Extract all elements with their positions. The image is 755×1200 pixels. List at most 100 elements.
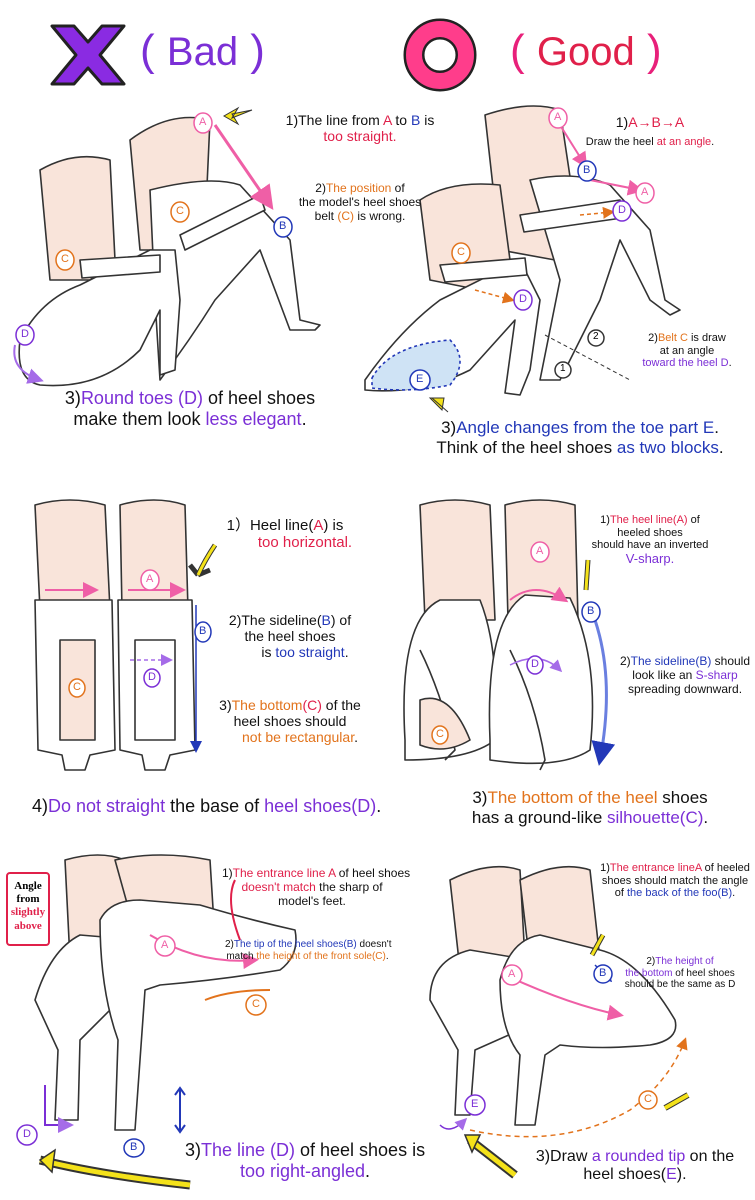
- text: 1): [600, 514, 610, 526]
- text: match: [226, 950, 257, 962]
- text: the height of the front sole(C): [256, 950, 386, 962]
- yellow-arrow-icon: [222, 106, 253, 126]
- text: at an angle: [656, 136, 712, 149]
- text: 2): [648, 332, 658, 344]
- label-a: A: [641, 186, 649, 198]
- label-a: A: [554, 111, 562, 123]
- text: too straight: [275, 644, 345, 661]
- text: a rounded tip: [591, 1148, 686, 1165]
- label-d: D: [148, 671, 156, 683]
- bad-open-paren: (: [140, 26, 155, 75]
- text: silhouette(C): [607, 807, 704, 827]
- text: above: [14, 919, 42, 932]
- text: of the: [321, 697, 361, 713]
- p1-bad-note-1: 1)The line from A to B is too straight.: [250, 112, 470, 144]
- label-a: A: [536, 545, 544, 557]
- text: too straight.: [323, 128, 397, 145]
- label-d: D: [618, 204, 626, 216]
- label-a: A: [508, 968, 516, 980]
- text: 3): [64, 388, 81, 408]
- text: Round toes (D): [80, 388, 203, 408]
- text: 3)Draw: [535, 1148, 592, 1165]
- text: Belt C: [657, 332, 688, 344]
- label-d: D: [519, 293, 527, 305]
- text: at an angle: [659, 344, 715, 357]
- text: Angle changes from the toe part E: [456, 418, 715, 437]
- circle-icon: [403, 18, 477, 92]
- p1-bad-arrow-d: [13, 344, 44, 384]
- text: (C): [302, 697, 322, 713]
- text: 1）Heel line(: [226, 517, 314, 534]
- text: .: [718, 437, 724, 457]
- text: The sideline(B): [630, 654, 712, 668]
- p2-good-note-2: 2)The sideline(B) should look like an S-…: [615, 654, 755, 696]
- p1-good-block-line: [544, 334, 631, 381]
- p1-good-belt-arrow: [579, 206, 615, 219]
- p3-bad-arrow-d: [44, 1085, 74, 1133]
- text: ).: [676, 1166, 687, 1184]
- text: toward the heel D: [642, 357, 729, 370]
- good-title: Good: [536, 30, 635, 74]
- label-e: E: [471, 1098, 479, 1110]
- label-d: D: [21, 328, 29, 340]
- text: Think of the heel shoes: [436, 437, 617, 457]
- label-b: B: [199, 625, 207, 637]
- text: the bottom: [625, 967, 673, 979]
- label-c: C: [73, 681, 81, 693]
- text: .: [703, 807, 709, 827]
- text: ) is: [323, 517, 344, 534]
- label-c: C: [61, 253, 69, 265]
- label-c: C: [644, 1093, 652, 1105]
- text: heel shoes(: [583, 1166, 667, 1184]
- text: of heel shoes: [672, 967, 735, 979]
- text: 3): [472, 788, 488, 807]
- label-a: A: [161, 939, 169, 951]
- text: 2): [619, 654, 631, 668]
- text: not be rectangular: [242, 729, 355, 746]
- label-d: D: [23, 1128, 31, 1140]
- good-open-paren: (: [510, 26, 525, 75]
- text: the model's heel shoes: [298, 194, 422, 209]
- text: 1)The line from: [285, 112, 383, 128]
- text: ) of: [330, 612, 352, 628]
- good-close-paren: ): [646, 26, 662, 75]
- text: is wrong.: [354, 208, 406, 223]
- text: The entrance line A: [232, 866, 336, 880]
- p1-good-note-3: 3)Angle changes from the toe part E. Thi…: [405, 418, 755, 457]
- text: the sharp of: [315, 879, 383, 894]
- text: The position: [325, 181, 392, 195]
- text: 2): [225, 939, 234, 950]
- p3-good-note-2: 2)The height of the bottom of heel shoes…: [610, 956, 750, 991]
- p2-bad-note-2: 2)The sideline(B) of the heel shoes is t…: [210, 612, 370, 660]
- p3-bad-arrow-b: [174, 1086, 186, 1134]
- p3-bad-arrow-pink: [230, 879, 241, 941]
- text: 1): [600, 862, 610, 874]
- panel3-good-shoes: [429, 865, 677, 1126]
- text: .: [344, 644, 349, 661]
- text: 2)The sideline(: [228, 612, 322, 628]
- text: shoes should match the angle: [601, 874, 749, 887]
- text: Do not straight: [48, 796, 166, 816]
- text: the base of: [165, 796, 265, 816]
- text: doesn't: [356, 939, 392, 950]
- p1-good-note-1: 1)A→B→A Draw the heel at an angle.: [585, 114, 715, 151]
- bad-header: ( Bad ): [140, 26, 265, 76]
- text: .: [365, 1160, 371, 1181]
- text: .: [354, 729, 358, 746]
- label-b: B: [587, 605, 595, 617]
- yellow-arrow-icon-2: [428, 397, 449, 413]
- text: 2): [315, 181, 326, 195]
- p1-bad-arrow-ab: [213, 124, 274, 210]
- label-b: B: [279, 220, 287, 232]
- text: The tip of the heel shoes(B): [233, 939, 357, 950]
- text: too horizontal.: [257, 534, 353, 552]
- text: A: [382, 112, 392, 128]
- label-c: C: [252, 998, 260, 1010]
- text: .: [711, 136, 715, 149]
- text: 3): [184, 1140, 201, 1160]
- text: .: [376, 796, 382, 816]
- text: make them look: [73, 408, 206, 429]
- text: The height of: [655, 956, 714, 967]
- text: look like an: [632, 667, 696, 682]
- text: of heel shoes is: [294, 1140, 426, 1160]
